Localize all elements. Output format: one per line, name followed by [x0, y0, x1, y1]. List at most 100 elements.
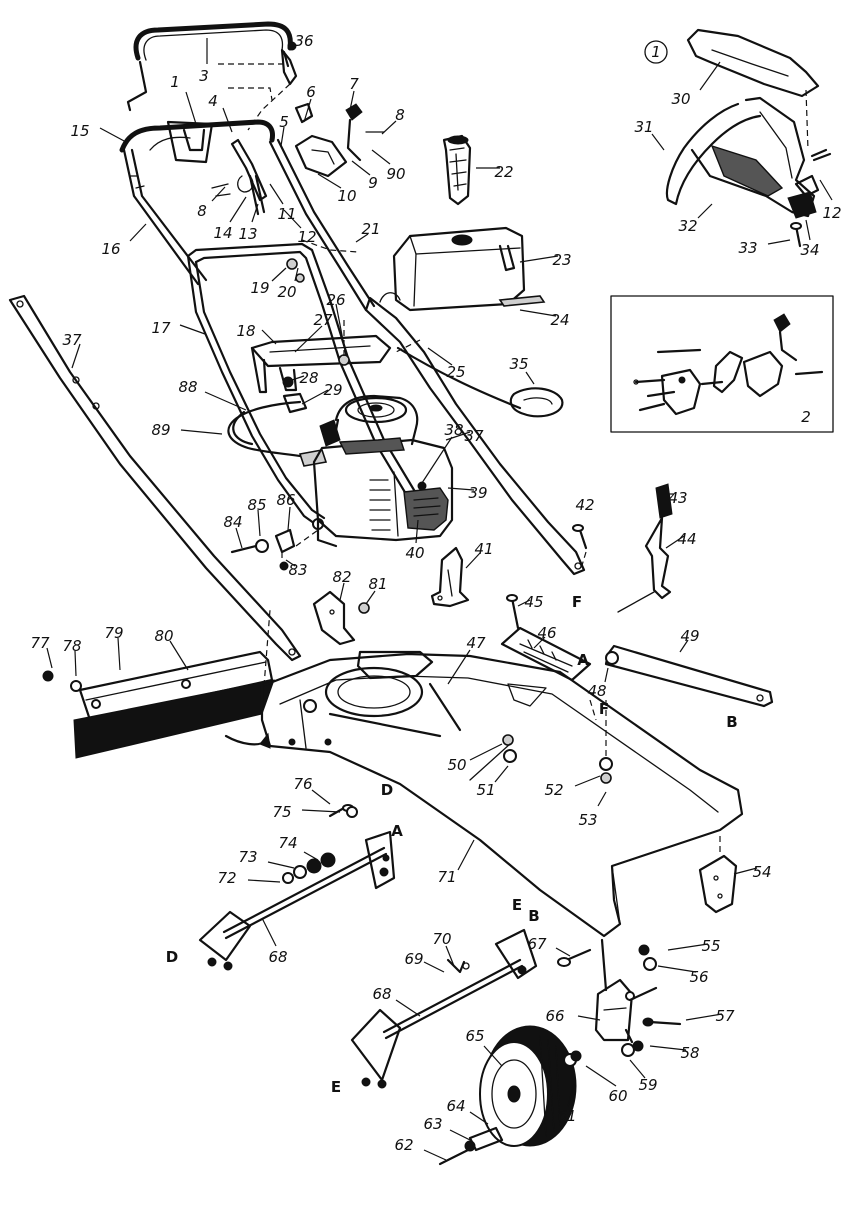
- part-label-3: 3: [199, 67, 209, 85]
- front-axle-assembly: [198, 804, 396, 971]
- leader-line-74: [303, 851, 319, 861]
- leader-line-8: [381, 120, 397, 135]
- leader-line-1: [185, 91, 197, 125]
- handle-bar-left: [8, 294, 302, 662]
- part-label-28: 28: [299, 369, 318, 387]
- leader-line-90: [371, 149, 391, 165]
- part-label-31: 31: [634, 118, 653, 136]
- connection-letter-A: A: [577, 651, 589, 669]
- leader-line-8: [211, 186, 226, 202]
- part-label-44: 44: [677, 530, 696, 548]
- part-label-73: 73: [238, 848, 257, 866]
- leader-line-56: [657, 965, 697, 973]
- part-label-59: 59: [638, 1076, 657, 1094]
- part-label-60: 60: [608, 1087, 627, 1105]
- leader-line-37: [71, 343, 81, 369]
- leader-line-6: [303, 98, 312, 123]
- leader-line-29: [301, 389, 329, 405]
- leader-line-20: [294, 267, 299, 282]
- part-label-58: 58: [680, 1044, 699, 1062]
- leader-line-16: [129, 223, 147, 242]
- leader-line-34: [805, 219, 811, 241]
- part-label-51: 51: [476, 781, 495, 799]
- part-label-68: 68: [268, 948, 287, 966]
- leader-line-46: [533, 636, 546, 649]
- part-label-22: 22: [494, 163, 513, 181]
- mower-deck: [260, 609, 744, 938]
- leader-line-4: [222, 107, 233, 133]
- part-label-52: 52: [544, 781, 563, 799]
- part-label-66: 66: [545, 1007, 564, 1025]
- part-label-32: 32: [678, 217, 697, 235]
- cable-clip: [509, 387, 564, 418]
- part-label-64: 64: [446, 1097, 465, 1115]
- part-label-8: 8: [197, 202, 207, 220]
- part-label-15: 15: [70, 122, 89, 140]
- part-label-70: 70: [432, 930, 451, 948]
- leader-line-37: [445, 431, 471, 441]
- leader-line-71: [457, 839, 475, 871]
- part-label-21: 21: [361, 220, 380, 238]
- fastener-group-84-86: [230, 528, 319, 571]
- part-label-57: 57: [715, 1007, 735, 1025]
- leader-line-45: [517, 599, 531, 607]
- part-label-16: 16: [101, 240, 120, 258]
- part-label-13: 13: [238, 225, 257, 243]
- upper-handle-grip: [126, 21, 293, 112]
- leader-line-47: [447, 649, 471, 685]
- leader-line-60: [585, 1065, 617, 1087]
- part-label-68: 68: [372, 985, 391, 1003]
- part-label-24: 24: [550, 311, 569, 329]
- part-label-38: 38: [444, 421, 463, 439]
- leader-line-64: [469, 1111, 489, 1125]
- leader-line-39: [447, 487, 475, 491]
- connection-letter-A: A: [391, 822, 403, 840]
- leader-line-19: [271, 267, 287, 282]
- leader-line-79: [117, 637, 121, 671]
- leader-line-62: [423, 1149, 447, 1161]
- bracket-41: [430, 546, 470, 608]
- part-label-49: 49: [680, 627, 699, 645]
- leader-line-83: [285, 559, 296, 567]
- leader-line-21: [355, 233, 369, 243]
- part-label-62: 62: [394, 1136, 413, 1154]
- quadrant-plate: [500, 594, 592, 682]
- leader-line-12: [819, 179, 833, 201]
- rear-deflector: [42, 650, 275, 759]
- height-adjust-lever: [617, 483, 673, 613]
- part-label-17: 17: [151, 319, 171, 337]
- leader-line-77: [46, 647, 53, 669]
- leader-line-61: [567, 1083, 575, 1107]
- part-label-72: 72: [217, 869, 236, 887]
- leader-line-13: [251, 203, 259, 223]
- part-label-4: 4: [208, 92, 218, 110]
- leader-line-72: [247, 879, 281, 883]
- part-label-61: 61: [557, 1107, 576, 1125]
- part-label-45: 45: [524, 593, 543, 611]
- leader-line-51: [494, 765, 509, 783]
- leader-line-38: [419, 436, 453, 487]
- part-label-88: 88: [178, 378, 197, 396]
- leader-line-35: [525, 371, 535, 385]
- part-label-83: 83: [288, 561, 307, 579]
- inset-2-control-detail: [610, 295, 834, 433]
- part-label-63: 63: [423, 1115, 442, 1133]
- leader-line-31: [651, 133, 665, 151]
- leader-line-86: [287, 506, 291, 531]
- part-label-50: 50: [447, 756, 466, 774]
- connection-letter-D: D: [166, 948, 178, 966]
- leader-line-68: [395, 999, 421, 1017]
- connection-letter-D: D: [381, 781, 393, 799]
- leader-line-88: [204, 391, 247, 411]
- part-label-39: 39: [468, 484, 487, 502]
- part-label-9: 9: [368, 174, 378, 192]
- connection-letter-F: F: [599, 700, 609, 718]
- part-label-35: 35: [509, 355, 528, 373]
- leader-line-25: [427, 347, 453, 366]
- leader-line-33: [767, 239, 791, 245]
- part-label-82: 82: [332, 568, 351, 586]
- leader-line-52: [574, 775, 601, 787]
- inset-2-number: 2: [801, 408, 811, 426]
- leader-line-65: [483, 1045, 503, 1067]
